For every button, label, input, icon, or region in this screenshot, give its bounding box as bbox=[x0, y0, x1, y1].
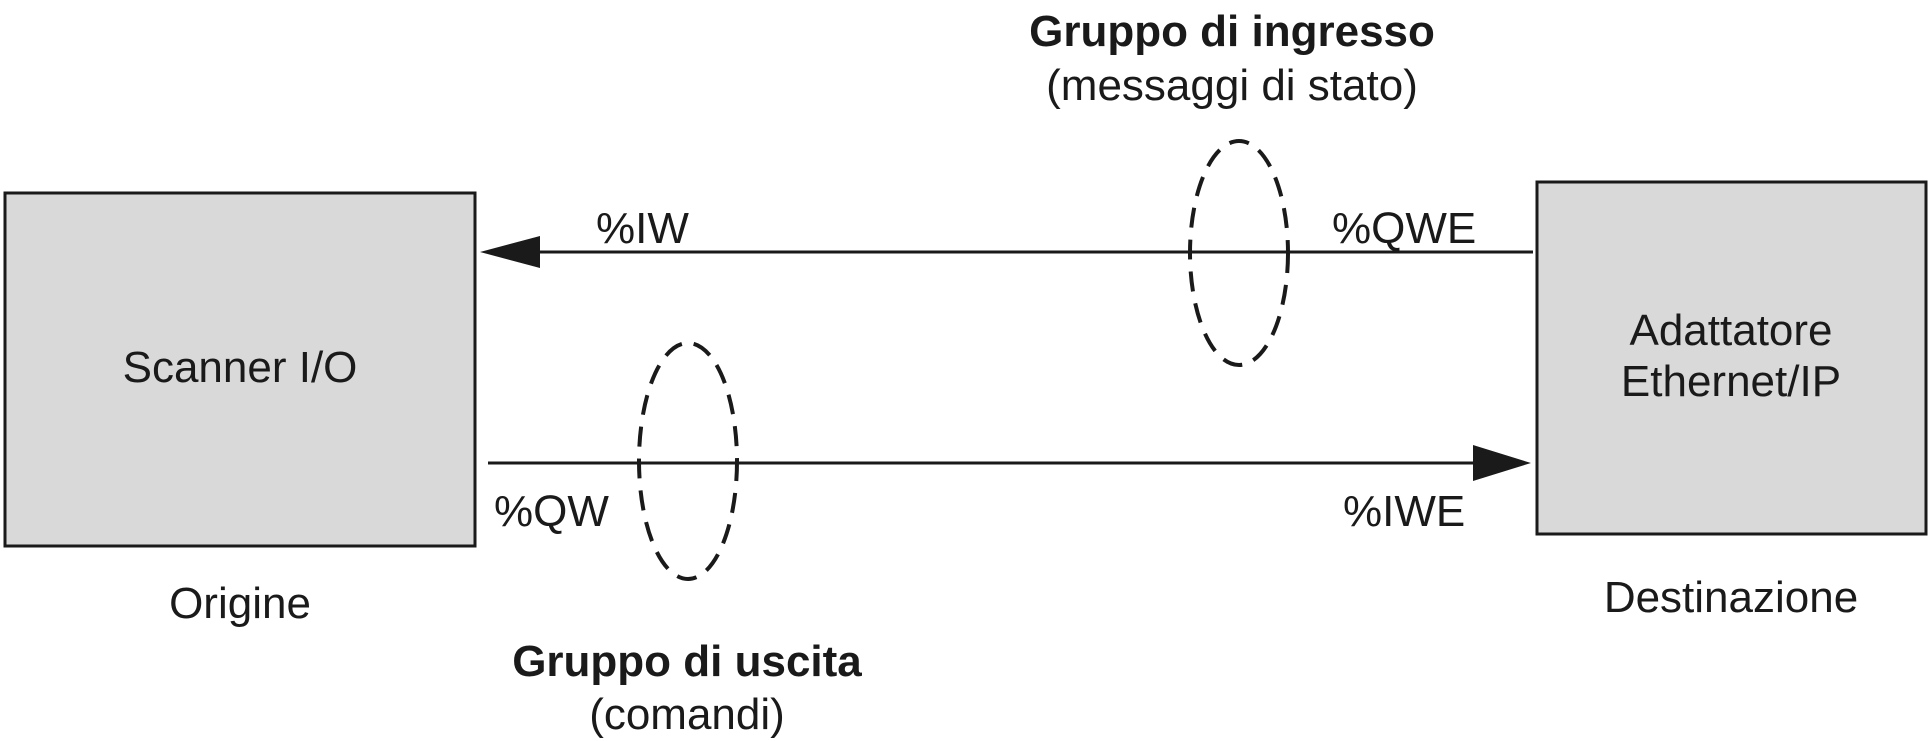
adapter-box bbox=[1535, 180, 1928, 536]
input-target-label: %IW bbox=[596, 204, 689, 253]
input-source-label: %QWE bbox=[1332, 204, 1476, 253]
output-group-title: Gruppo di uscita bbox=[512, 637, 862, 686]
input-group-title: Gruppo di ingresso bbox=[1029, 7, 1435, 56]
output-group: %QW %IWE Gruppo di uscita (comandi) bbox=[488, 341, 1531, 739]
adapter-label-line2: Ethernet/IP bbox=[1621, 357, 1841, 406]
adapter-node: Adattatore Ethernet/IP Destinazione bbox=[1535, 180, 1928, 622]
input-group-subtitle: (messaggi di stato) bbox=[1046, 61, 1418, 110]
scanner-box bbox=[3, 191, 477, 548]
input-arrow-head bbox=[480, 236, 540, 268]
output-group-subtitle: (comandi) bbox=[589, 690, 785, 739]
scanner-node: Scanner I/O Origine bbox=[3, 191, 477, 628]
adapter-caption: Destinazione bbox=[1604, 573, 1858, 622]
output-arrow-head bbox=[1473, 445, 1531, 481]
scanner-label: Scanner I/O bbox=[123, 343, 358, 392]
scanner-caption: Origine bbox=[169, 579, 311, 628]
output-group-ellipse bbox=[637, 341, 739, 581]
input-group: Gruppo di ingresso (messaggi di stato) %… bbox=[480, 7, 1533, 367]
input-group-ellipse bbox=[1188, 139, 1290, 367]
output-source-label: %QW bbox=[494, 487, 609, 536]
output-target-label: %IWE bbox=[1343, 487, 1465, 536]
adapter-label-line1: Adattatore bbox=[1629, 306, 1832, 355]
